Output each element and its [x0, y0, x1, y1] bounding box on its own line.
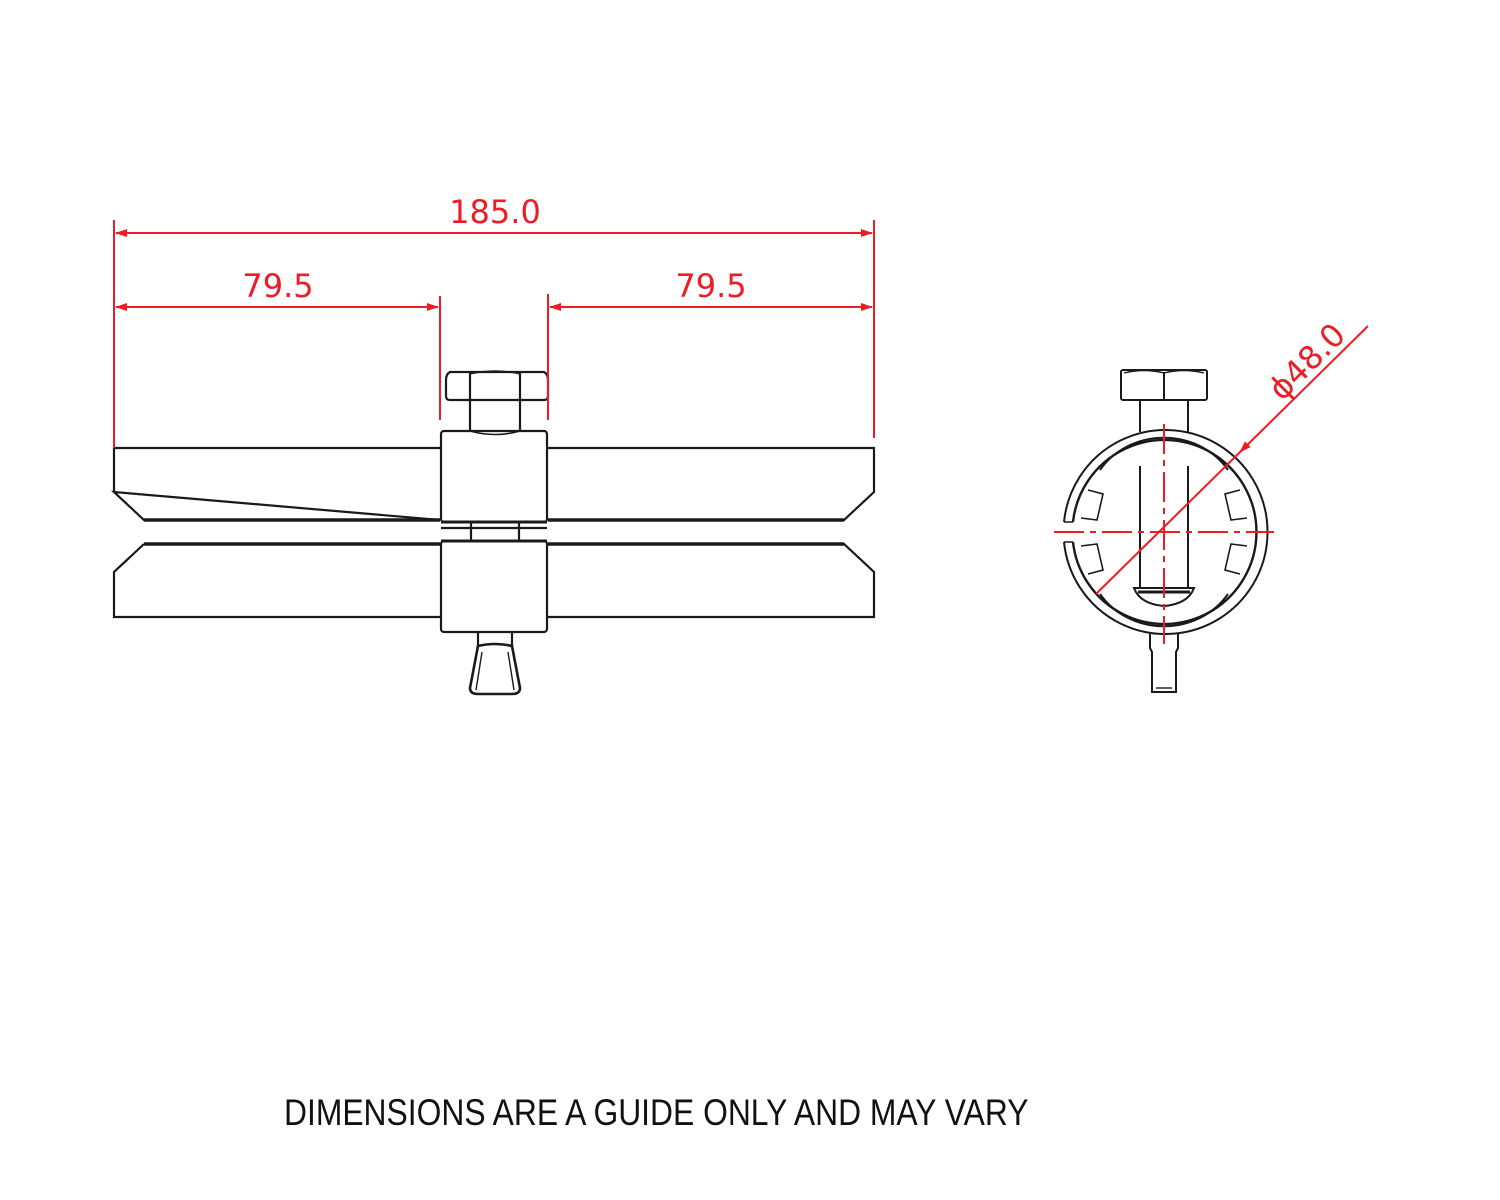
diameter-leader	[1095, 325, 1369, 595]
end-bolt-tip	[1149, 634, 1179, 693]
diameter-label: ϕ48.0	[1261, 315, 1353, 407]
side-view	[110, 370, 876, 696]
bolt-tip	[476, 632, 514, 646]
bolt-head	[444, 370, 550, 402]
right-segment-label: 79.5	[675, 267, 746, 305]
disclaimer-note: DIMENSIONS ARE A GUIDE ONLY AND MAY VARY	[284, 1092, 1029, 1133]
coupler-lower-body	[439, 539, 549, 634]
side-view-dimensions	[113, 220, 875, 448]
end-view-dimensions	[1054, 325, 1369, 644]
coupler-upper-body	[439, 429, 549, 524]
lower-tube-outline	[112, 542, 876, 619]
overall-length-label: 185.0	[449, 193, 541, 231]
upper-tube-outline	[110, 446, 876, 522]
left-segment-label: 79.5	[242, 267, 313, 305]
